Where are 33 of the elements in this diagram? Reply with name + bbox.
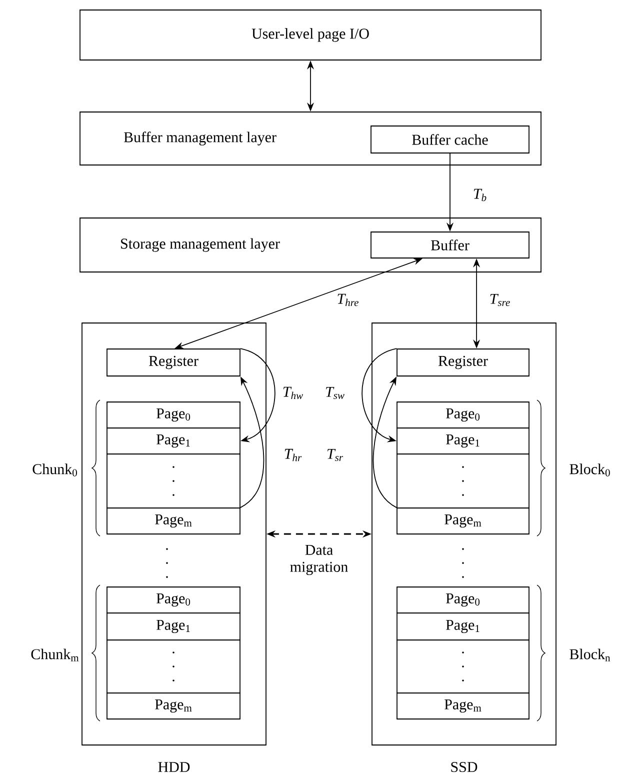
group-label: Chunk$_{0}$	[32, 464, 77, 476]
arrow	[240, 348, 276, 442]
page-box: Page$_{0}$	[106, 402, 240, 428]
page-box: Page$_{1}$	[106, 428, 240, 454]
page-box: Page$_{0}$	[396, 402, 530, 428]
page-box: Register	[396, 348, 530, 376]
page-box: Page$_{m}$	[106, 692, 240, 720]
page-box: Register	[106, 348, 240, 376]
edge-label: T$_{b}$	[472, 188, 488, 202]
page-box: Page$_{m}$	[396, 508, 530, 534]
layer-box: User-level page I/O	[80, 10, 542, 60]
edge-label: Data migration	[288, 544, 350, 576]
page-box: Page$_{0}$	[106, 586, 240, 614]
edge-label: T$_{hre}$	[336, 292, 360, 308]
group-label: Block$_{0}$	[570, 464, 610, 476]
page-box: Page$_{1}$	[396, 612, 530, 640]
node-label: SSD	[451, 762, 478, 772]
edge-label: T$_{hr}$	[282, 448, 304, 462]
edge-label: T$_{sr}$	[326, 448, 345, 462]
arrow	[362, 348, 397, 442]
group-label: Chunk$_{m}$	[31, 648, 79, 662]
page-box: Page$_{1}$	[396, 428, 530, 454]
page-box: Page$_{m}$	[106, 508, 240, 534]
page-box: Page$_{m}$	[396, 692, 530, 720]
group-label: Block$_{n}$	[570, 648, 610, 662]
node-label: HDD	[158, 762, 190, 772]
edge-label: T$_{sre}$	[488, 292, 512, 308]
page-box: Page$_{1}$	[106, 612, 240, 640]
edge-label: T$_{sw}$	[324, 386, 346, 400]
component-box: Buffer cache	[370, 126, 530, 154]
edge-label: T$_{hw}$	[281, 386, 305, 400]
page-box: Page$_{0}$	[396, 586, 530, 614]
component-box: Buffer	[370, 232, 530, 258]
